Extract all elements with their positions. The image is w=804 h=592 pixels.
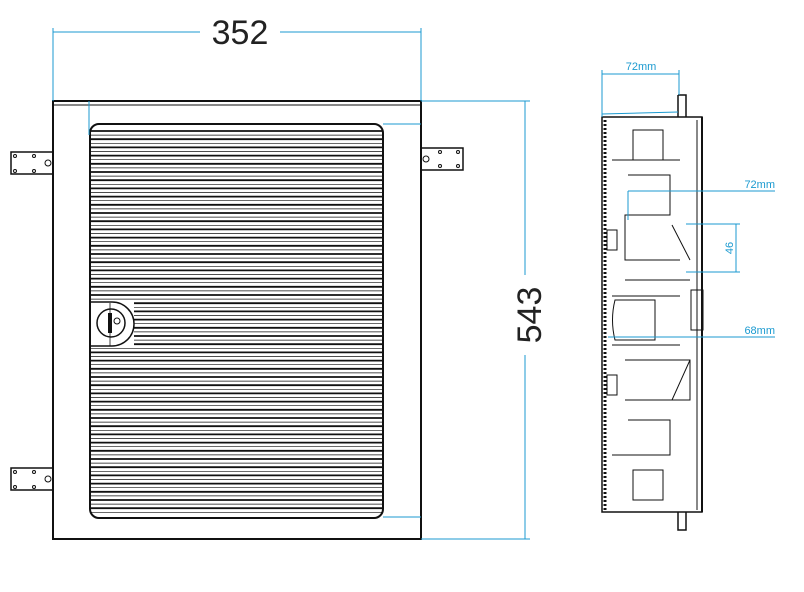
depth-mid-label: 72mm [744,179,775,191]
width-label: 352 [212,14,269,52]
depth-mid-dimension: 72mm [627,179,775,220]
side-view [601,94,704,531]
height-label: 543 [511,287,549,344]
mounting-bracket-top-right [420,147,464,171]
enclosure-frame [52,100,422,540]
width-dimension: 352 [52,14,422,135]
depth-top-label: 72mm [626,61,657,73]
depth-bottom-label: 68mm [744,325,775,337]
depth-bottom-dimension: 68mm [608,325,775,338]
mounting-bracket-top-left [10,151,54,175]
height-dimension: 543 [383,100,549,540]
door-panel [89,123,384,519]
module-height-dimension: 46 [686,223,740,273]
door-ribs [91,130,382,513]
front-view [10,100,464,540]
depth-top-dimension: 72mm [601,61,680,117]
mounting-bracket-bottom-left [10,467,54,491]
module-height-label: 46 [724,242,736,254]
door-lock [90,301,135,347]
